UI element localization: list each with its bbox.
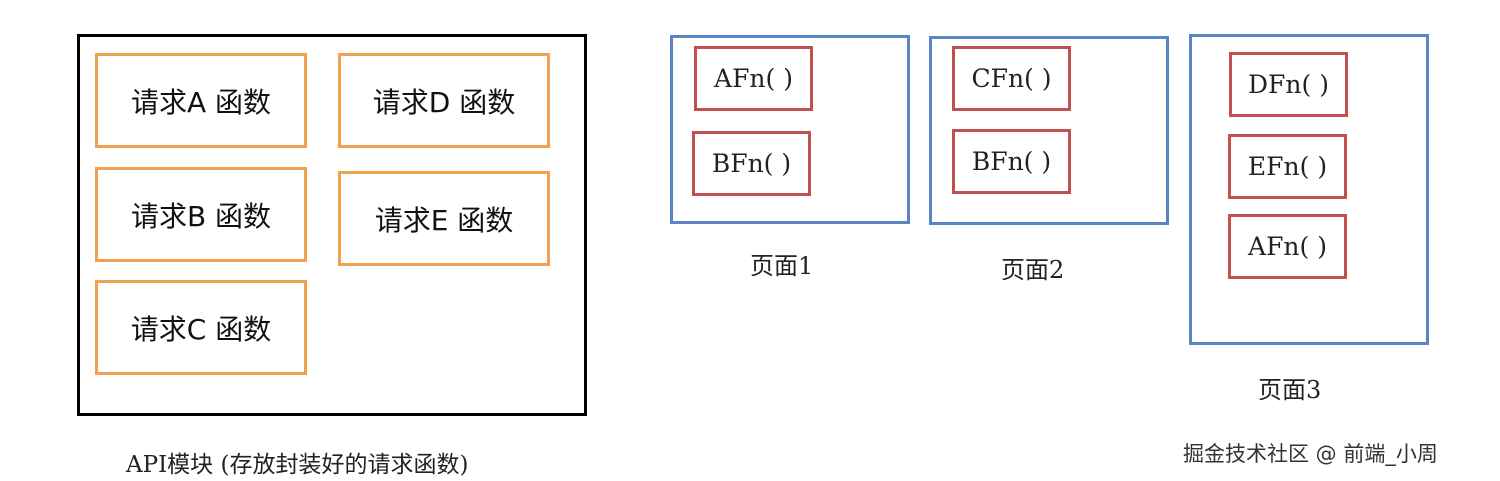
page-3-afn-box: AFn( ) <box>1228 214 1347 279</box>
page-3-label: 页面3 <box>1258 376 1322 404</box>
page-1-afn-box: AFn( ) <box>694 46 813 111</box>
request-c-function-label: 请求C 函数 <box>130 312 272 346</box>
page-1-label: 页面1 <box>750 252 814 280</box>
api-module-caption: API模块 (存放封装好的请求函数) <box>126 452 469 478</box>
request-e-function-box: 请求E 函数 <box>338 171 550 266</box>
page-3-efn-box: EFn( ) <box>1228 134 1347 199</box>
page-1-bfn-label: BFn( ) <box>711 149 792 178</box>
request-e-function-label: 请求E 函数 <box>374 203 514 237</box>
page-3-dfn-box: DFn( ) <box>1229 52 1348 117</box>
api-module-box <box>77 34 587 416</box>
page-2-bfn-label: BFn( ) <box>971 147 1052 176</box>
request-d-function-label: 请求D 函数 <box>372 85 516 119</box>
page-1-afn-label: AFn( ) <box>714 64 793 93</box>
request-d-function-box: 请求D 函数 <box>338 53 550 148</box>
page-3-efn-label: EFn( ) <box>1247 152 1328 181</box>
page-1-bfn-box: BFn( ) <box>692 131 811 196</box>
request-a-function-box: 请求A 函数 <box>95 53 307 148</box>
page-3-box <box>1189 34 1429 345</box>
page-2-cfn-label: CFn( ) <box>971 64 1052 93</box>
page-2-bfn-box: BFn( ) <box>952 129 1071 194</box>
request-c-function-box: 请求C 函数 <box>95 280 307 375</box>
request-b-function-label: 请求B 函数 <box>130 199 272 233</box>
page-2-cfn-box: CFn( ) <box>952 46 1071 111</box>
page-2-box <box>929 36 1169 225</box>
page-1-box <box>670 35 910 224</box>
watermark-text: 掘金技术社区 @ 前端_小周 <box>1183 442 1438 466</box>
page-2-label: 页面2 <box>1001 256 1065 284</box>
request-a-function-label: 请求A 函数 <box>130 85 272 119</box>
request-b-function-box: 请求B 函数 <box>95 167 307 262</box>
page-3-afn-label: AFn( ) <box>1248 232 1327 261</box>
page-3-dfn-label: DFn( ) <box>1248 70 1329 99</box>
